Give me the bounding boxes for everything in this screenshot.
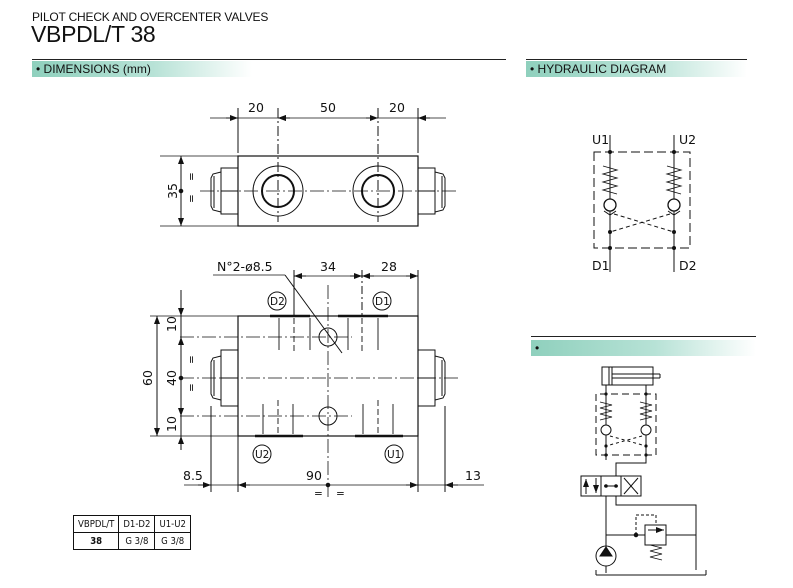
hole-note: N°2-ø8.5 — [217, 259, 273, 274]
dimensions-section-header: • DIMENSIONS (mm) — [32, 61, 252, 77]
hydraulic-symbol — [593, 135, 691, 272]
diagram-label-d1: D1 — [592, 258, 610, 273]
front-eq-mark-3: = — [314, 488, 323, 500]
dimensions-rule — [32, 59, 506, 60]
circuit-section-header: • — [531, 340, 756, 356]
top-view — [160, 108, 458, 227]
diagram-label-u2: U2 — [679, 132, 696, 147]
diagram-label-u1: U1 — [592, 132, 609, 147]
table-cell: 38 — [72, 532, 120, 550]
product-title: VBPDL/T 38 — [31, 21, 156, 47]
relief-valve-icon — [644, 524, 667, 546]
table-cell: G 3/8 — [118, 532, 156, 550]
top-dim-center: 50 — [320, 100, 336, 115]
diagram-label-d2: D2 — [679, 258, 697, 273]
front-dim-60: 60 — [140, 370, 155, 386]
front-dim-90: 90 — [306, 468, 322, 483]
top-eq-mark-1: = — [186, 172, 198, 181]
front-eq-mark-1: = — [186, 355, 198, 364]
cylinder-icon — [601, 366, 654, 386]
front-dim-40: 40 — [164, 370, 179, 386]
port-label-d1: D1 — [375, 296, 390, 308]
front-dim-10-bottom: 10 — [164, 416, 179, 432]
port-label-u1: U1 — [387, 449, 401, 461]
front-view — [150, 270, 484, 500]
table-header-row: VBPDL/T D1-D2 U1-U2 — [72, 515, 191, 533]
front-eq-mark-2: = — [186, 383, 198, 392]
port-label-u2: U2 — [255, 449, 269, 461]
port-label-d2: D2 — [270, 296, 285, 308]
front-dim-34: 34 — [320, 259, 336, 274]
table-header-cell: U1-U2 — [154, 515, 191, 533]
top-dim-right: 20 — [389, 100, 405, 115]
table-header-cell: D1-D2 — [118, 515, 156, 533]
directional-valve-icon — [580, 475, 642, 497]
top-dim-height: 35 — [165, 183, 180, 199]
top-dim-left: 20 — [248, 100, 264, 115]
front-eq-mark-4: = — [336, 488, 345, 500]
product-family-subtitle: PILOT CHECK AND OVERCENTER VALVES — [32, 10, 269, 24]
table-cell: G 3/8 — [154, 532, 191, 550]
port-size-table: VBPDL/T D1-D2 U1-U2 38 G 3/8 G 3/8 — [72, 515, 191, 550]
circuit-schematic — [580, 366, 707, 576]
top-eq-mark-2: = — [186, 194, 198, 203]
front-dim-28: 28 — [381, 259, 397, 274]
table-row: 38 G 3/8 G 3/8 — [72, 532, 191, 550]
front-dim-10-top: 10 — [164, 316, 179, 332]
hydraulic-section-header: • HYDRAULIC DIAGRAM — [526, 61, 747, 77]
front-dim-13: 13 — [465, 468, 481, 483]
hydraulic-rule — [526, 59, 747, 60]
front-dim-8-5: 8.5 — [183, 468, 203, 483]
circuit-rule — [531, 336, 756, 337]
table-header-cell: VBPDL/T — [72, 515, 120, 533]
